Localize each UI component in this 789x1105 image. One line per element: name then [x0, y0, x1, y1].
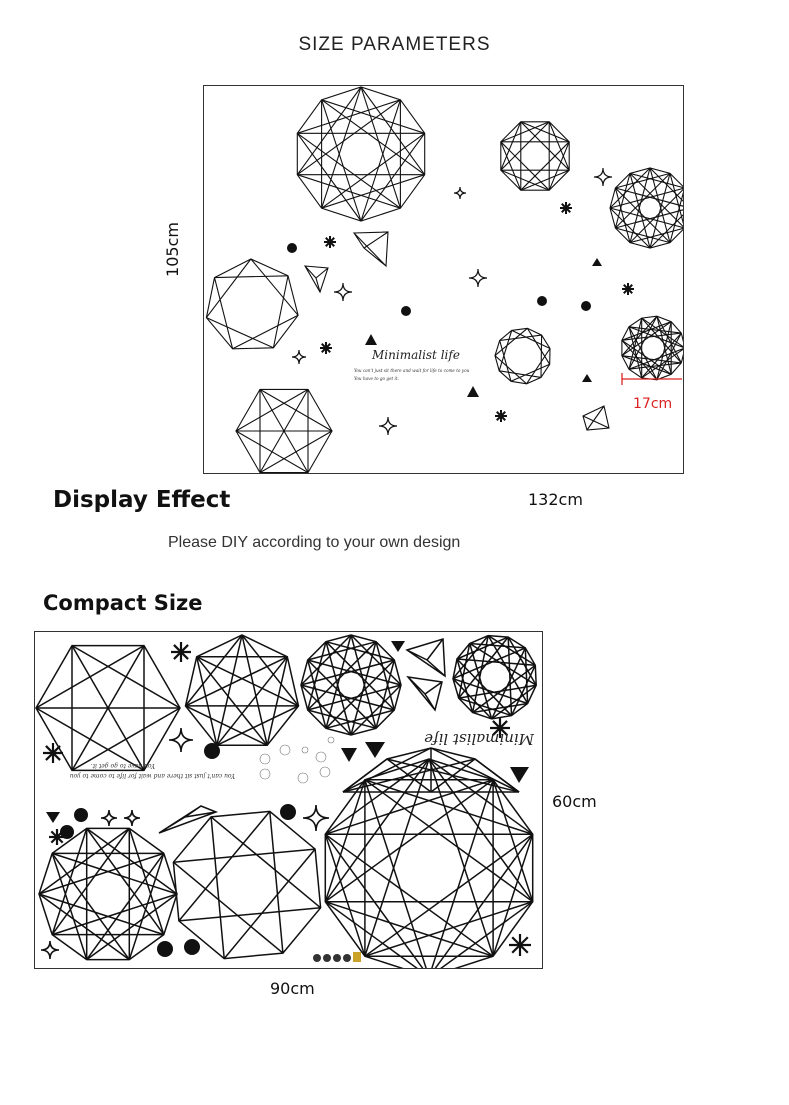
- diy-note: Please DIY according to your own design: [168, 534, 461, 551]
- page-title: SIZE PARAMETERS: [298, 34, 491, 55]
- heptagon-shape: [205, 258, 299, 350]
- slogan-line-2: You have to go get it.: [354, 376, 399, 381]
- asterisk-shape: [495, 410, 507, 422]
- compact-slogan-line-1: You can't just sit there and wait for li…: [70, 772, 235, 779]
- sparkle-shape: [453, 186, 467, 200]
- gem-shape: [405, 638, 446, 678]
- gem-shape: [582, 405, 610, 431]
- triangle-shape: [467, 386, 479, 397]
- asterisk-shape: [43, 743, 63, 763]
- sparkle-shape: [291, 349, 307, 365]
- compact-slogan-text: Minimalist life: [424, 730, 535, 748]
- gem-shape: [158, 805, 219, 834]
- dot-shape: [204, 743, 220, 759]
- asterisk-shape: [560, 202, 572, 214]
- compact-height-label: 60cm: [552, 792, 597, 811]
- dot-shape: [184, 939, 200, 955]
- hexagon-shape: [235, 388, 333, 473]
- slogan-text: Minimalist life: [371, 348, 460, 362]
- display-height-label: 105cm: [162, 222, 182, 277]
- asterisk-shape: [324, 236, 336, 248]
- compact-sheet-illustration: Minimalist life You can't just sit there…: [35, 634, 537, 968]
- dot-shape: [157, 941, 173, 957]
- small-item-size-label: 17cm: [633, 396, 672, 412]
- octagon-shape: [172, 810, 322, 960]
- sparkle-shape: [100, 809, 118, 827]
- compact-size-frame: Minimalist life You can't just sit there…: [34, 631, 543, 969]
- dot-shape: [60, 825, 74, 839]
- sparkle-shape: [333, 282, 353, 302]
- display-effect-illustration: 17cm Minimalist life You can't just sit …: [205, 86, 683, 473]
- dot-shape: [581, 301, 591, 311]
- asterisk-shape: [509, 934, 531, 956]
- asterisk-shape: [622, 283, 634, 295]
- decagon-shape: [296, 86, 426, 222]
- display-effect-frame: 17cm Minimalist life You can't just sit …: [203, 85, 684, 474]
- decagon-shape: [324, 758, 534, 968]
- gem-shape: [406, 675, 443, 712]
- heptagon-shape: [184, 634, 300, 747]
- triangle-shape: [365, 334, 377, 345]
- triangle-shape: [592, 258, 602, 266]
- slogan-line-1: You can't just sit there and wait for li…: [354, 368, 470, 373]
- gem-shape: [352, 231, 389, 268]
- dot-shape: [537, 296, 547, 306]
- compact-slogan-line-2: You have to go get it.: [91, 762, 155, 769]
- dodecagon-shape: [300, 634, 402, 736]
- compact-width-label: 90cm: [270, 979, 315, 998]
- dot-shape: [401, 306, 411, 316]
- display-width-label: 132cm: [528, 490, 583, 509]
- tridecagon-shape: [621, 315, 683, 381]
- dot-shape: [74, 808, 88, 822]
- dot-shape: [280, 804, 296, 820]
- triangle-shape: [582, 374, 592, 382]
- dodecagon-shape: [609, 167, 683, 249]
- triangle-shape: [365, 742, 385, 758]
- triangle-shape: [341, 748, 357, 762]
- sparkle-shape: [378, 416, 398, 436]
- sparkle-shape: [593, 167, 613, 187]
- sparkle-shape: [302, 804, 330, 832]
- tridecagon-shape: [452, 634, 537, 720]
- asterisk-shape: [171, 642, 191, 662]
- hendecagon-shape: [494, 327, 551, 385]
- asterisk-shape: [320, 342, 332, 354]
- sparkle-shape: [123, 809, 141, 827]
- sparkle-shape: [468, 268, 488, 288]
- octagon-shape: [500, 121, 570, 191]
- asterisk-shape: [49, 829, 65, 845]
- dot-shape: [287, 243, 297, 253]
- decagon-shape: [38, 827, 178, 961]
- triangle-shape: [46, 812, 60, 823]
- display-effect-heading: Display Effect: [53, 487, 231, 513]
- hexagon-shape: [35, 644, 181, 772]
- triangle-shape: [510, 767, 529, 783]
- sparkle-shape: [40, 940, 60, 960]
- triangle-shape: [391, 641, 405, 652]
- compact-size-heading: Compact Size: [43, 591, 203, 615]
- sparkle-shape: [168, 727, 194, 753]
- gem-shape: [303, 265, 329, 294]
- asterisk-shape: [490, 718, 510, 738]
